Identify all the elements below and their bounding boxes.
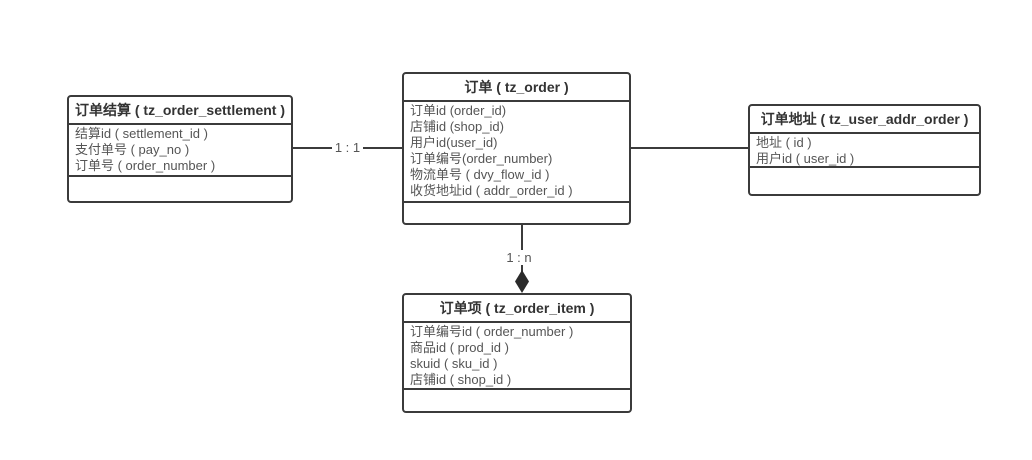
entity-title: 订单结算 ( tz_order_settlement ) [69, 97, 291, 125]
entity-field: skuid ( sku_id ) [410, 356, 498, 371]
entity-fields: 结算id ( settlement_id ) 支付单号 ( pay_no ) 订… [69, 125, 291, 177]
entity-field: 店铺id ( shop_id ) [410, 372, 512, 387]
filled-diamond-arrow-icon [515, 270, 529, 293]
entity-field: 物流单号 ( dvy_flow_id ) [410, 167, 550, 182]
entity-empty-section [750, 168, 979, 194]
entity-field: 用户id(user_id) [410, 135, 498, 150]
connector-order-item [521, 225, 523, 272]
entity-order-item[interactable]: 订单项 ( tz_order_item ) 订单编号id ( order_num… [402, 293, 632, 413]
connector-label-one-to-n: 1 : n [487, 250, 551, 265]
entity-field: 订单编号id ( order_number ) [410, 324, 574, 339]
entity-title: 订单地址 ( tz_user_addr_order ) [750, 106, 979, 134]
entity-field: 订单号 ( order_number ) [75, 158, 216, 173]
entity-field: 结算id ( settlement_id ) [75, 126, 208, 141]
entity-order-settlement[interactable]: 订单结算 ( tz_order_settlement ) 结算id ( sett… [67, 95, 293, 203]
entity-fields: 订单id (order_id) 店铺id (shop_id) 用户id(user… [404, 102, 629, 203]
entity-field: 商品id ( prod_id ) [410, 340, 509, 355]
entity-title: 订单 ( tz_order ) [404, 74, 629, 102]
entity-field: 支付单号 ( pay_no ) [75, 142, 190, 157]
connector-label-one-to-one: 1 : 1 [293, 140, 402, 155]
entity-field: 订单id (order_id) [410, 103, 507, 118]
entity-field: 用户id ( user_id ) [756, 151, 855, 166]
entity-order[interactable]: 订单 ( tz_order ) 订单id (order_id) 店铺id (sh… [402, 72, 631, 225]
entity-empty-section [404, 390, 630, 411]
entity-fields: 订单编号id ( order_number ) 商品id ( prod_id )… [404, 323, 630, 390]
entity-field: 店铺id (shop_id) [410, 119, 504, 134]
entity-title: 订单项 ( tz_order_item ) [404, 295, 630, 323]
entity-user-addr-order[interactable]: 订单地址 ( tz_user_addr_order ) 地址 ( id ) 用户… [748, 104, 981, 196]
entity-empty-section [404, 203, 629, 223]
entity-field: 收货地址id ( addr_order_id ) [410, 183, 573, 198]
connector-order-addr [631, 147, 748, 149]
entity-empty-section [69, 177, 291, 201]
entity-field: 订单编号(order_number) [410, 151, 553, 166]
entity-field: 地址 ( id ) [756, 135, 812, 150]
entity-fields: 地址 ( id ) 用户id ( user_id ) [750, 134, 979, 168]
